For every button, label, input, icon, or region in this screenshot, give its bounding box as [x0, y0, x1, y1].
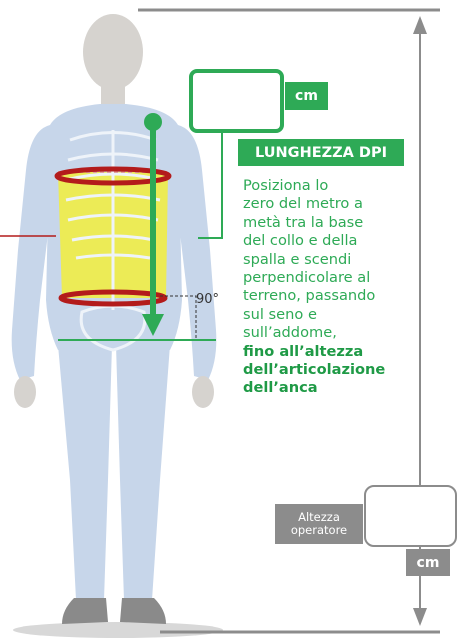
dpi-unit-label: cm: [295, 88, 318, 104]
dpi-connector-line: [198, 133, 223, 239]
right-hand: [14, 376, 36, 408]
instruction-line: zero del metro a: [243, 195, 363, 213]
instruction-line: Posiziona lo: [243, 177, 329, 194]
right-foot: [62, 598, 108, 624]
measure-arrow-head: [142, 314, 164, 336]
dpi-value-box: [189, 69, 284, 133]
instruction-bold-line: dell’anca: [243, 379, 318, 397]
height-arrow-top: [413, 16, 427, 34]
instruction-line: metà tra la base: [243, 213, 364, 231]
dpi-title-label: LUNGHEZZA DPI: [255, 144, 387, 161]
instruction-line: terreno, passando: [243, 287, 376, 305]
instruction-line: sul seno e: [243, 305, 317, 323]
left-leg: [116, 345, 170, 600]
operator-height-label: Altezza operatore: [275, 504, 363, 544]
operator-label-line2: operatore: [290, 523, 348, 537]
operator-label-line1: Altezza: [298, 510, 340, 524]
operator-value-box: [364, 485, 457, 547]
chest-band: [54, 166, 172, 186]
angle-label: 90°: [196, 292, 220, 307]
left-arm: [176, 125, 217, 380]
hip-band: [58, 289, 168, 307]
right-leg: [58, 345, 112, 600]
right-angle-indicator: [160, 295, 197, 338]
dpi-unit-tag: cm: [285, 82, 328, 110]
operator-unit-label: cm: [416, 554, 440, 571]
left-foot: [120, 598, 166, 624]
neck: [101, 78, 125, 108]
dpi-title: LUNGHEZZA DPI: [238, 139, 404, 166]
operator-unit-tag: cm: [406, 549, 450, 576]
right-arm: [11, 125, 52, 380]
floor-shadow: [13, 622, 223, 638]
head: [83, 14, 143, 90]
instruction-line: spalla e scendi: [243, 250, 352, 268]
instruction-line: sull’addome,: [243, 324, 337, 342]
height-arrow-bottom: [413, 608, 427, 626]
dpi-title-bar: [238, 139, 404, 166]
skeleton: [65, 130, 161, 352]
instruction-line: del collo e della: [243, 232, 358, 250]
instructions-text: Posiziona lo zero del metro a metà tra l…: [243, 177, 448, 398]
left-hand: [192, 376, 214, 408]
instruction-line: perpendicolare al: [243, 269, 371, 287]
instruction-bold-line: dell’articolazione: [243, 361, 386, 379]
instruction-bold-line: fino all’altezza: [243, 342, 364, 360]
